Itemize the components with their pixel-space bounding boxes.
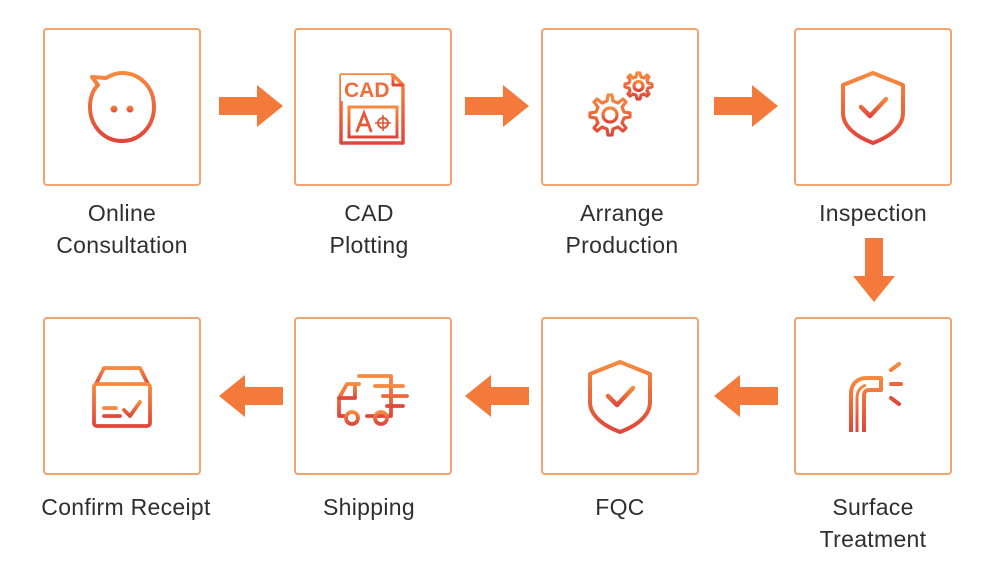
step-cad-plotting: CAD: [294, 28, 452, 186]
svg-text:CAD: CAD: [344, 79, 390, 102]
arrow-right-icon: [465, 82, 529, 130]
step-label-fqc: FQC: [595, 494, 645, 520]
step-arrange-production: [541, 28, 699, 186]
step-inspection: [794, 28, 952, 186]
box-check-icon: [92, 366, 152, 428]
shield-check-icon: [588, 360, 652, 434]
step-label-shipping: Shipping: [323, 494, 415, 520]
step-shipping: [294, 317, 452, 475]
chat-bubble-icon: [88, 71, 156, 143]
arrow-right-icon: [219, 82, 283, 130]
arrow-left-icon: [714, 372, 778, 420]
cad-drawing-icon: CAD: [339, 73, 405, 145]
arrow-down-icon: [850, 238, 898, 302]
step-surface-treatment: [794, 317, 952, 475]
step-fqc: [541, 317, 699, 475]
step-online-consultation: [43, 28, 201, 186]
arrow-left-icon: [465, 372, 529, 420]
arrow-right-icon: [714, 82, 778, 130]
step-label-inspection: Inspection: [819, 200, 927, 226]
shield-check-icon: [841, 71, 905, 145]
delivery-truck-icon: [337, 374, 409, 426]
spray-nozzle-icon: [849, 362, 903, 432]
step-confirm-receipt: [43, 317, 201, 475]
arrow-left-icon: [219, 372, 283, 420]
gears-icon: [588, 71, 654, 137]
step-label-confirm-receipt: Confirm Receipt: [41, 494, 211, 520]
